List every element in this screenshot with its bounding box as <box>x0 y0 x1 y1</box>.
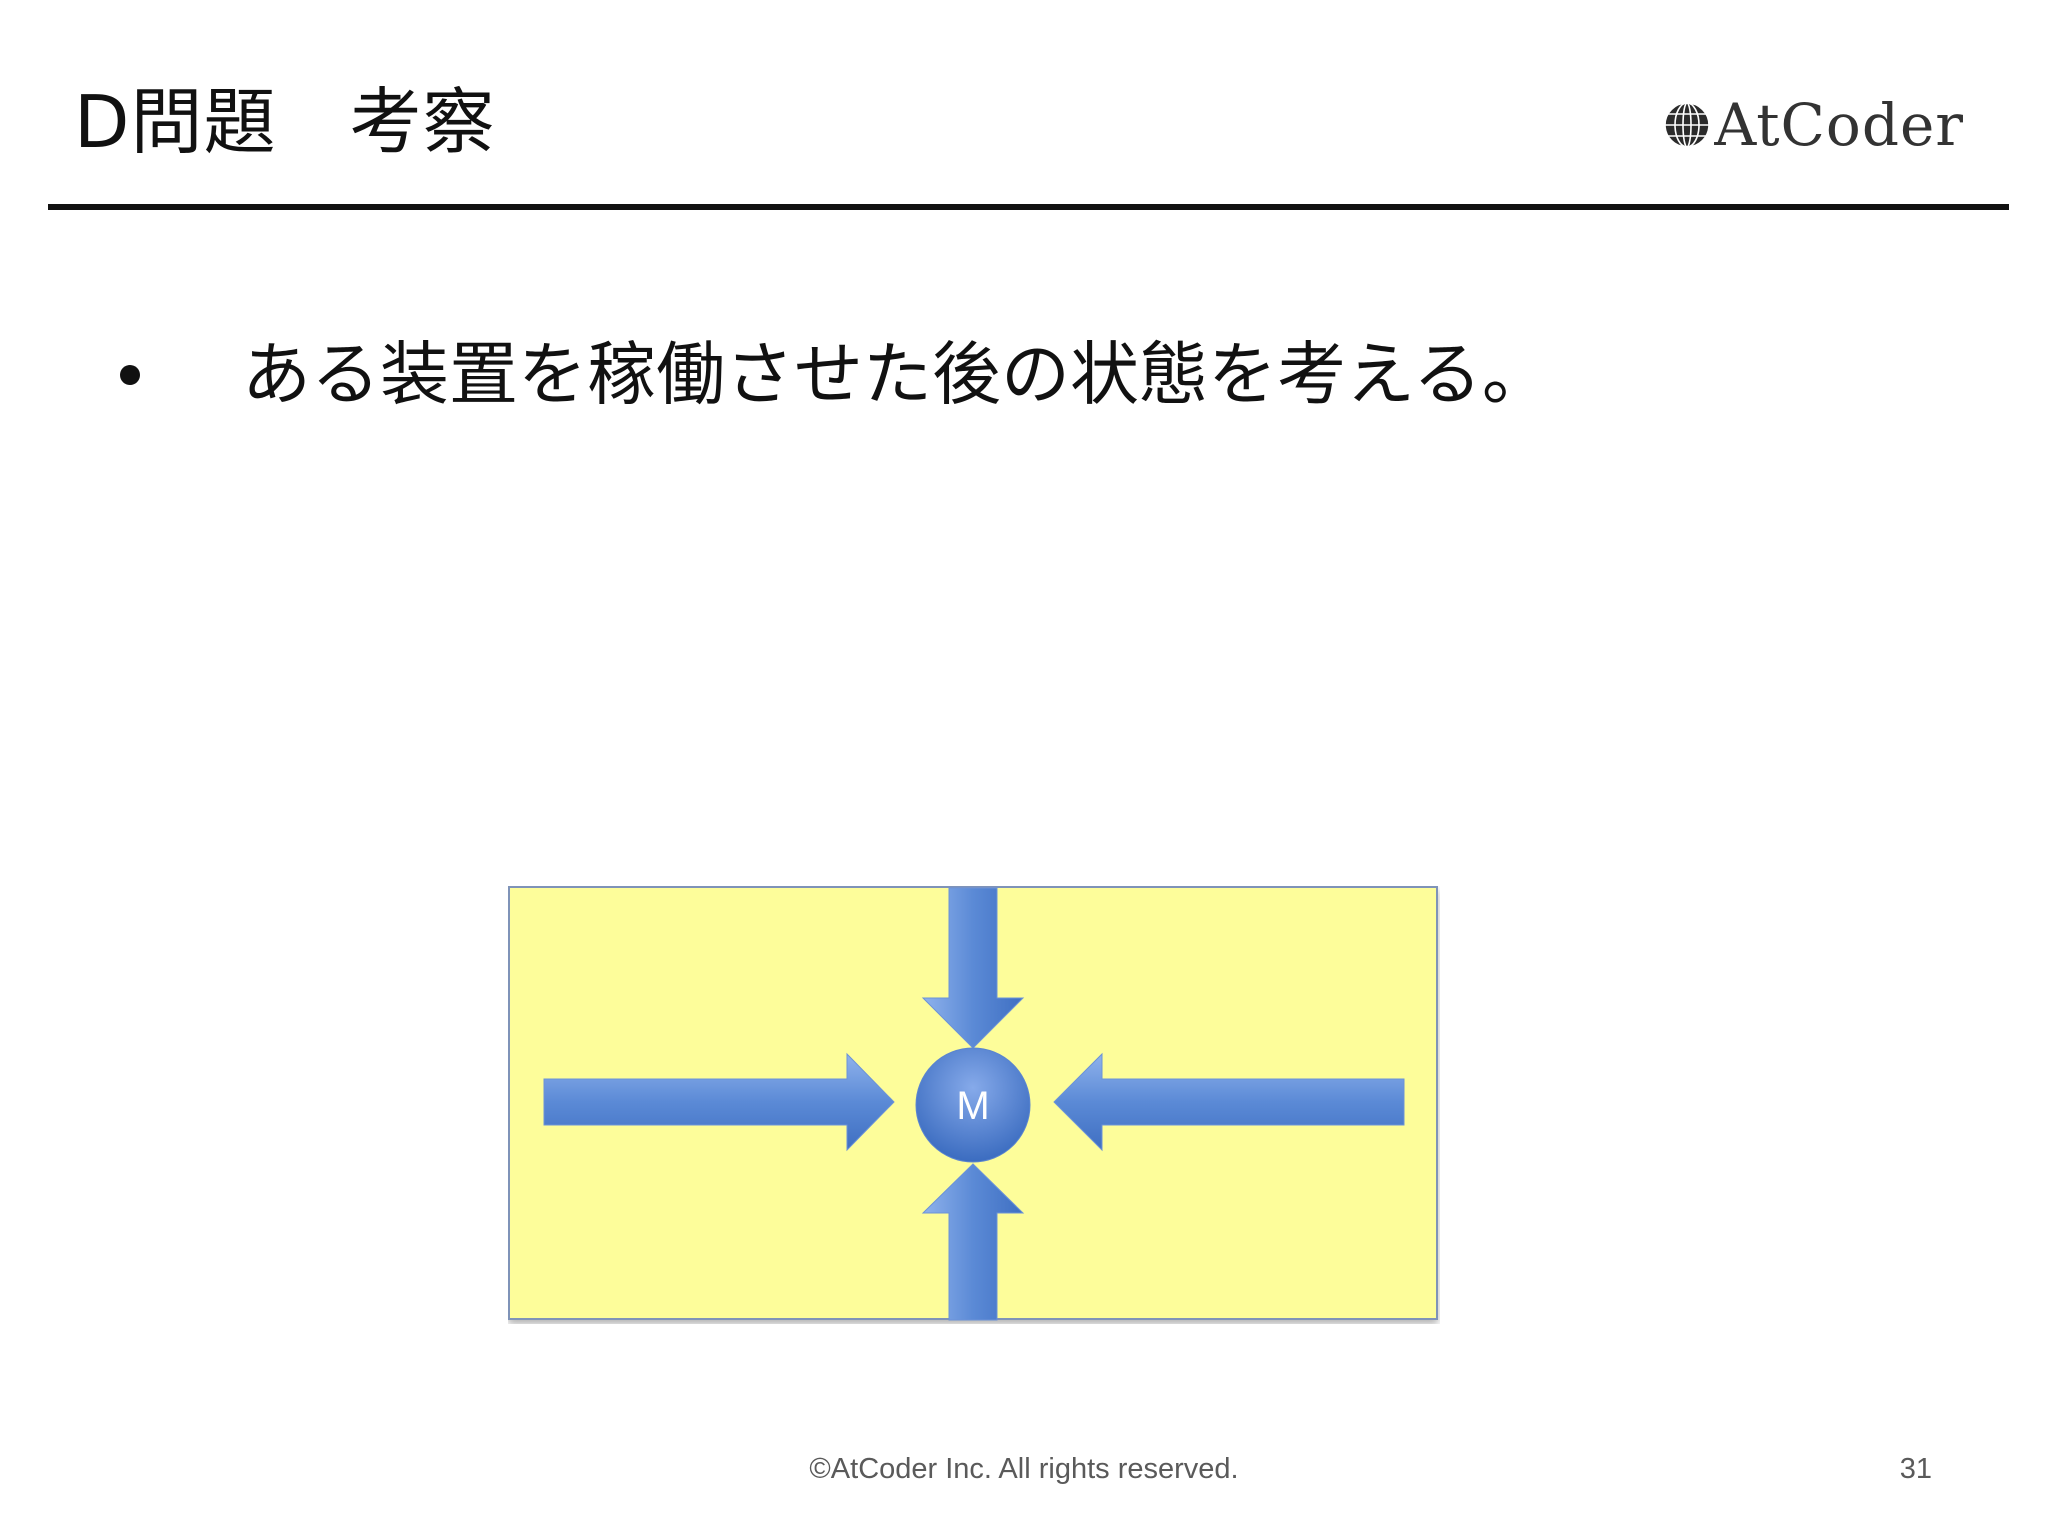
page-number: 31 <box>1899 1453 1932 1485</box>
arrow-from-right <box>1053 1052 1405 1152</box>
arrow-from-left <box>543 1052 895 1152</box>
bullet-text: ある装置を稼働させた後の状態を考える。 <box>242 335 1551 415</box>
diagram: M <box>508 886 1438 1321</box>
globe-icon <box>1664 102 1711 148</box>
arrow-from-top <box>921 887 1025 1049</box>
bullet-item: ある装置を稼働させた後の状態を考える。 <box>120 330 1551 420</box>
title-divider <box>48 204 2009 210</box>
arrow-from-bottom <box>921 1163 1025 1321</box>
center-node <box>915 1047 1031 1163</box>
atcoder-logo: AtCoder <box>1662 90 1964 160</box>
logo-text: AtCoder <box>1714 91 1964 159</box>
bullet-dot <box>120 365 140 385</box>
slide-title: D問題 考察 <box>74 80 496 164</box>
center-node-label: M <box>956 1084 989 1128</box>
footer-copyright: ©AtCoder Inc. All rights reserved. <box>809 1453 1239 1485</box>
